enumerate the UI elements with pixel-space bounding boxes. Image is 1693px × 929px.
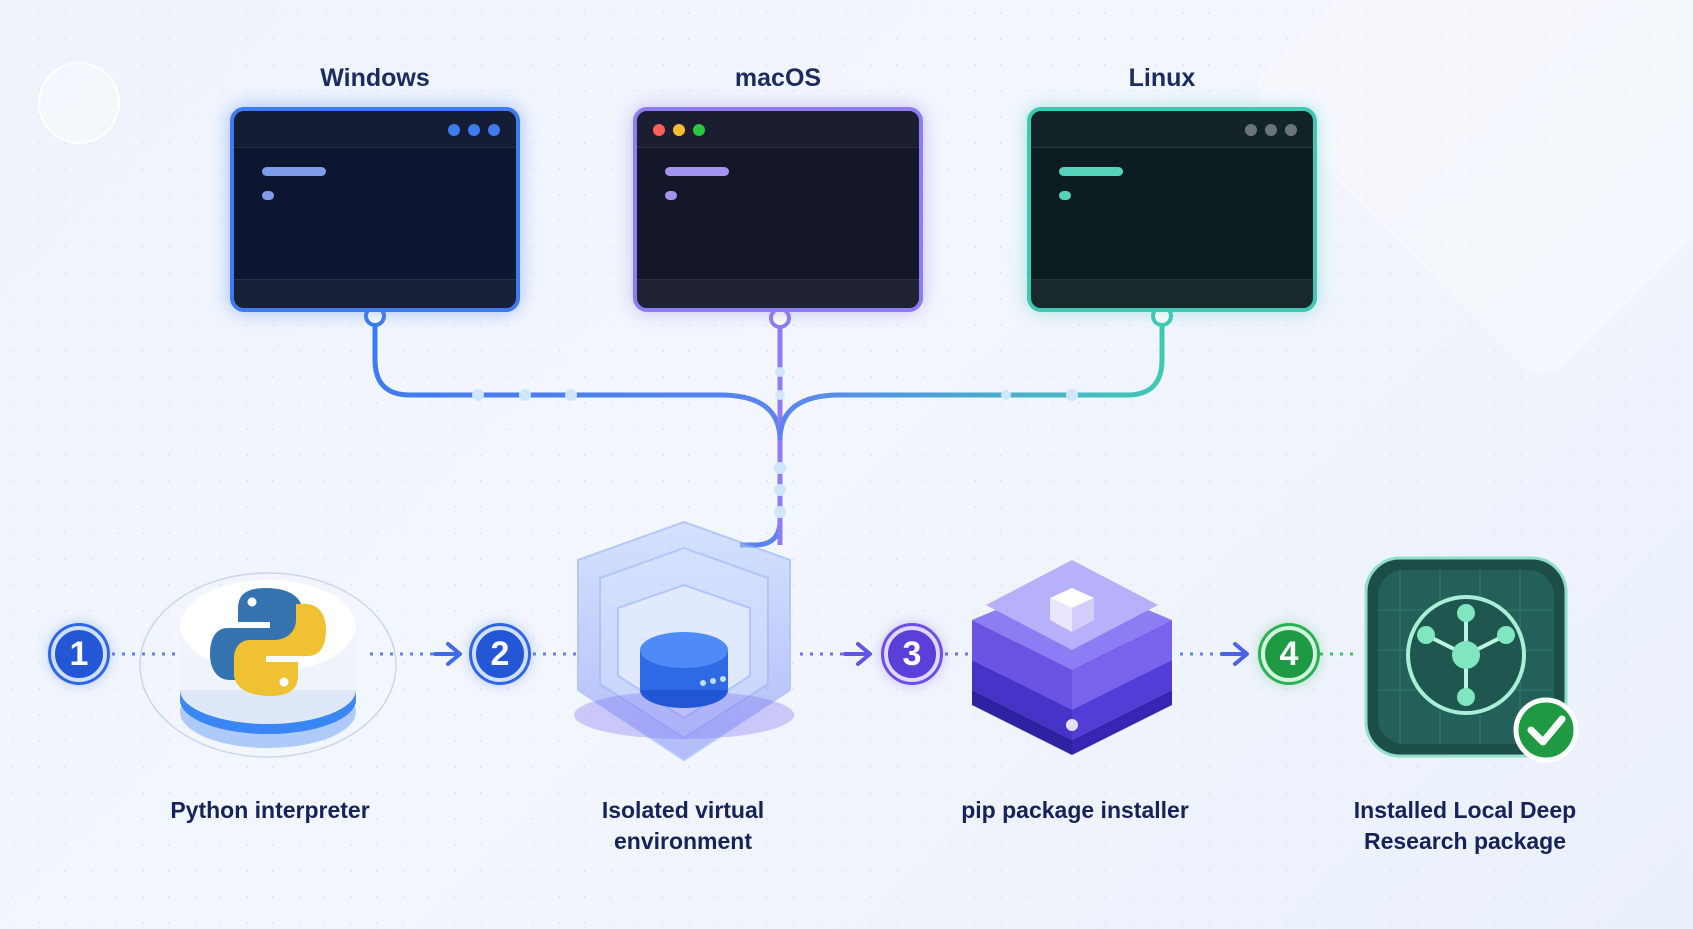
caption-step-1: Python interpreter: [170, 797, 370, 823]
window-control-dot: [468, 124, 480, 136]
linux-connector: [777, 316, 1165, 441]
window-control-dot: [1245, 124, 1257, 136]
linux-terminal-window: [1027, 107, 1317, 312]
platform-label-windows: Windows: [320, 64, 430, 92]
caption-step-4: Installed Local Deep Research package: [1353, 797, 1577, 854]
step-badge-3: 3: [884, 626, 940, 682]
window-control-dot: [1285, 124, 1297, 136]
close-dot-icon: [653, 124, 665, 136]
caption-step-3: pip package installer: [961, 797, 1189, 823]
platform-label-linux: Linux: [1128, 64, 1196, 92]
step-badge-2: 2: [472, 626, 528, 682]
window-control-dot: [1265, 124, 1277, 136]
step-badge-4: 4: [1261, 626, 1317, 682]
macos-terminal-window: [633, 107, 923, 312]
window-control-dot: [488, 124, 500, 136]
windows-connector: [372, 316, 783, 548]
windows-terminal-window: [230, 107, 520, 312]
minimize-dot-icon: [673, 124, 685, 136]
step-badge-1: 1: [51, 626, 107, 682]
platform-label-macos: macOS: [734, 64, 822, 92]
decorative-circle: [38, 62, 120, 144]
maximize-dot-icon: [693, 124, 705, 136]
caption-step-2: Isolated virtual environment: [601, 797, 765, 854]
window-control-dot: [448, 124, 460, 136]
